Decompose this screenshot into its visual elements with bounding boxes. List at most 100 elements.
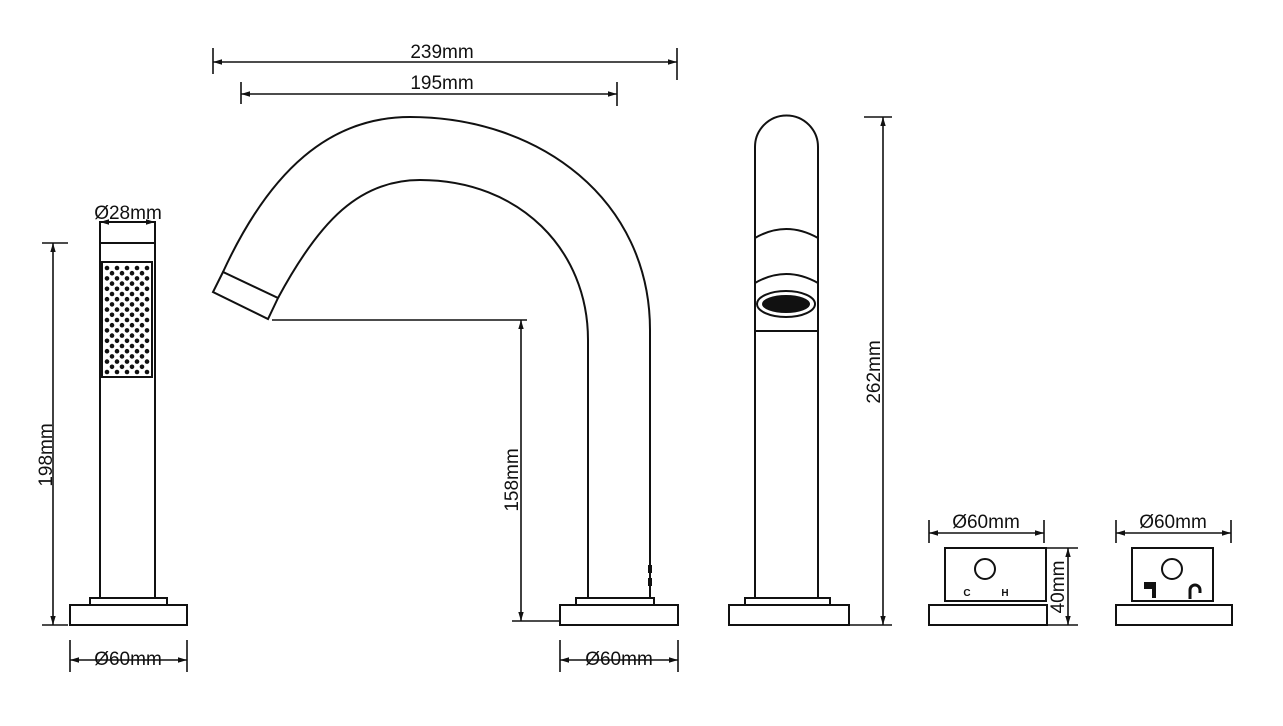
nozzle-dot bbox=[139, 281, 145, 286]
nozzle-dot bbox=[109, 270, 115, 276]
nozzle-dot bbox=[139, 322, 145, 328]
nozzle-dot bbox=[129, 364, 135, 370]
dim-handshower-diameter: Ø28mm bbox=[94, 203, 162, 225]
svg-text:C: C bbox=[963, 588, 970, 599]
diverter-handle bbox=[1115, 547, 1233, 626]
nozzle-dot bbox=[114, 317, 120, 323]
svg-text:262mm: 262mm bbox=[864, 340, 885, 403]
nozzle-dot bbox=[104, 359, 110, 364]
nozzle-dot bbox=[114, 265, 120, 271]
nozzle-dot bbox=[119, 312, 125, 318]
nozzle-dot bbox=[139, 333, 145, 338]
dim-spout-total-reach: 239mm bbox=[212, 42, 678, 80]
nozzle-dot bbox=[134, 369, 140, 375]
dim-spout-base: Ø60mm bbox=[559, 640, 679, 672]
nozzle-dot bbox=[109, 281, 115, 286]
nozzle-dot bbox=[104, 317, 110, 323]
nozzle-dot bbox=[134, 359, 140, 364]
nozzle-dot bbox=[144, 286, 150, 292]
nozzle-dot bbox=[119, 343, 125, 349]
nozzle-dot bbox=[119, 291, 125, 297]
nozzle-dot bbox=[104, 338, 110, 344]
nozzle-dot bbox=[144, 348, 150, 354]
nozzle-dot bbox=[124, 265, 130, 271]
nozzle-dot bbox=[104, 296, 110, 302]
nozzle-dot bbox=[119, 333, 125, 338]
nozzle-dot bbox=[114, 286, 120, 292]
nozzle-dot bbox=[129, 270, 135, 276]
nozzle-dot bbox=[129, 322, 135, 328]
nozzle-dot bbox=[109, 291, 115, 297]
nozzle-dot bbox=[144, 328, 150, 333]
nozzle-dot bbox=[114, 348, 120, 354]
nozzle-dot bbox=[109, 343, 115, 349]
svg-text:198mm: 198mm bbox=[36, 423, 57, 486]
nozzle-dot bbox=[144, 338, 150, 344]
nozzle-dot bbox=[129, 312, 135, 318]
nozzle-dot bbox=[139, 354, 145, 359]
nozzle-dot bbox=[124, 296, 130, 302]
nozzle-dot bbox=[119, 364, 125, 370]
handshower-base bbox=[69, 604, 188, 626]
spray-grille bbox=[101, 261, 153, 378]
nozzle-dot bbox=[104, 348, 110, 354]
nozzle-dot bbox=[139, 270, 145, 276]
nozzle-dot bbox=[124, 286, 130, 292]
nozzle-dot bbox=[129, 281, 135, 286]
nozzle-dot bbox=[109, 333, 115, 338]
nozzle-dot bbox=[144, 359, 150, 364]
spout-base bbox=[559, 604, 679, 626]
nozzle-dot bbox=[129, 291, 135, 297]
svg-text:Ø28mm: Ø28mm bbox=[94, 203, 162, 224]
nozzle-dot bbox=[109, 312, 115, 318]
svg-text:195mm: 195mm bbox=[410, 73, 473, 94]
nozzle-dot bbox=[139, 312, 145, 318]
nozzle-dot bbox=[134, 307, 140, 312]
nozzle-dot bbox=[144, 369, 150, 375]
tub-spout-icon bbox=[1144, 582, 1156, 598]
nozzle-dot bbox=[119, 302, 125, 307]
nozzle-dot bbox=[104, 328, 110, 333]
mixer-handle-cold-hot: C H bbox=[928, 547, 1048, 626]
nozzle-dot bbox=[104, 265, 110, 271]
svg-text:239mm: 239mm bbox=[410, 42, 473, 63]
nozzle-dot bbox=[139, 302, 145, 307]
spray-nozzles bbox=[104, 265, 150, 375]
nozzle-dot bbox=[134, 265, 140, 271]
nozzle-dot bbox=[114, 328, 120, 333]
nozzle-dot bbox=[129, 343, 135, 349]
nozzle-dot bbox=[104, 276, 110, 281]
nozzle-dot bbox=[124, 369, 130, 375]
svg-text:Ø60mm: Ø60mm bbox=[585, 649, 653, 670]
dim-handshower-base: Ø60mm bbox=[69, 640, 188, 672]
aerator bbox=[762, 295, 810, 313]
shower-icon bbox=[1188, 583, 1202, 599]
nozzle-dot bbox=[109, 354, 115, 359]
spout bbox=[211, 115, 679, 626]
nozzle-dot bbox=[124, 359, 130, 364]
nozzle-dot bbox=[144, 317, 150, 323]
nozzle-dot bbox=[104, 369, 110, 375]
svg-text:158mm: 158mm bbox=[502, 448, 523, 511]
nozzle-dot bbox=[134, 317, 140, 323]
svg-text:Ø60mm: Ø60mm bbox=[94, 649, 162, 670]
svg-text:Ø60mm: Ø60mm bbox=[1139, 512, 1207, 533]
nozzle-dot bbox=[139, 291, 145, 297]
nozzle-dot bbox=[119, 281, 125, 286]
svg-text:Ø60mm: Ø60mm bbox=[952, 512, 1020, 533]
nozzle-dot bbox=[114, 359, 120, 364]
nozzle-dot bbox=[134, 296, 140, 302]
svg-text:H: H bbox=[1001, 588, 1008, 599]
nozzle-dot bbox=[134, 338, 140, 344]
nozzle-dot bbox=[129, 302, 135, 307]
nozzle-dot bbox=[114, 296, 120, 302]
nozzle-dot bbox=[109, 302, 115, 307]
nozzle-dot bbox=[124, 307, 130, 312]
nozzle-dot bbox=[144, 296, 150, 302]
nozzle-dot bbox=[129, 333, 135, 338]
nozzle-dot bbox=[119, 270, 125, 276]
dim-handshower-height: 198mm bbox=[36, 242, 68, 626]
nozzle-dot bbox=[144, 265, 150, 271]
nozzle-dot bbox=[124, 276, 130, 281]
svg-text:40mm: 40mm bbox=[1048, 561, 1069, 614]
